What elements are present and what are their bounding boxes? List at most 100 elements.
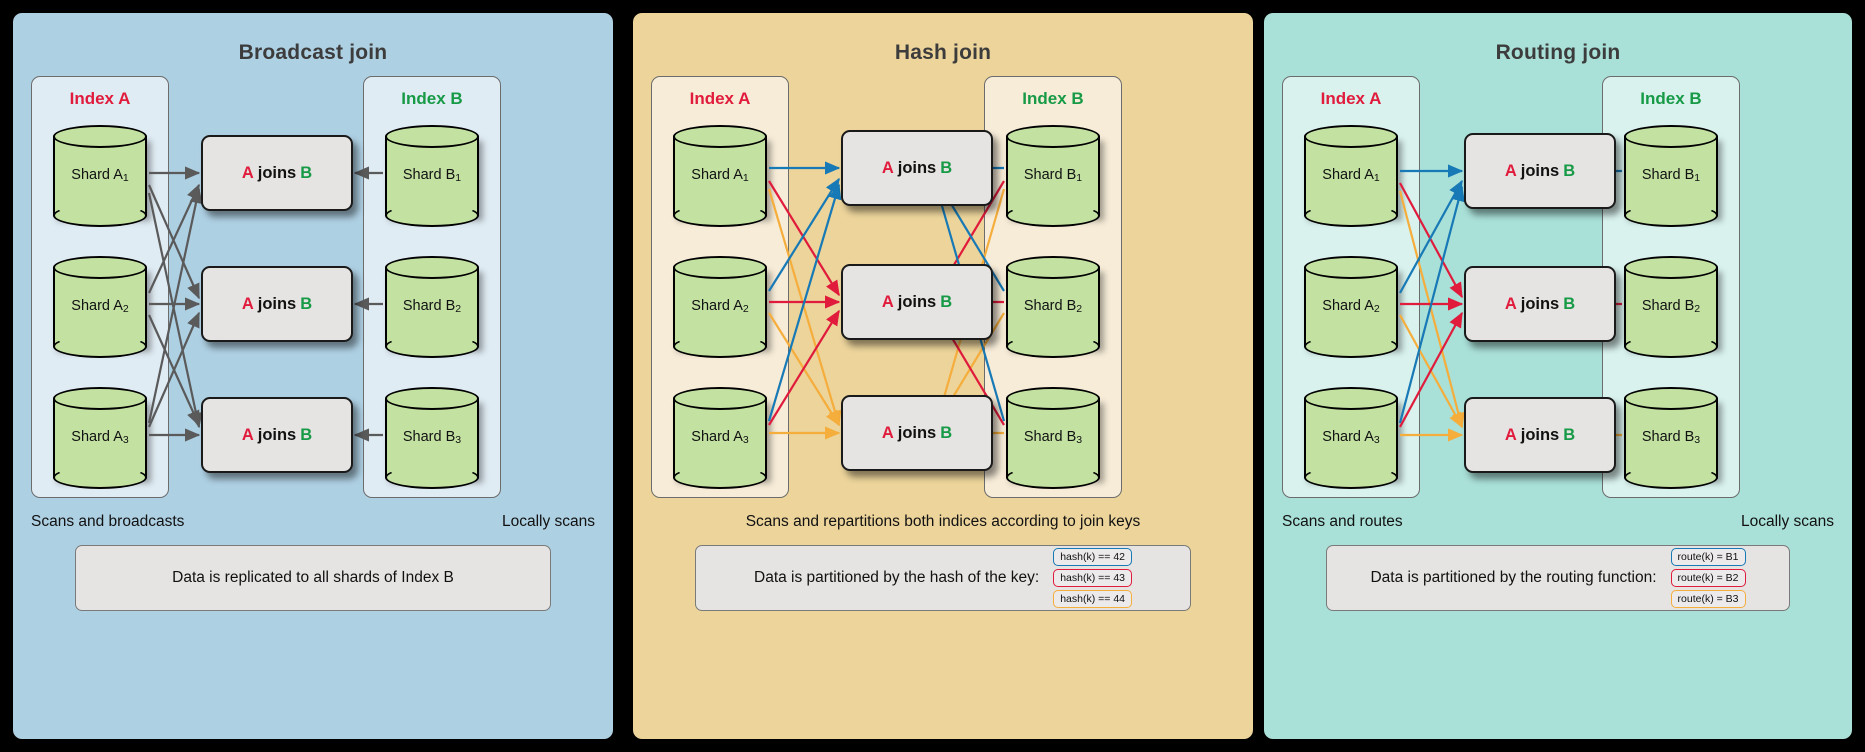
cylinder-body: [1304, 398, 1398, 478]
cylinder-body: [53, 398, 147, 478]
join-b: B: [1563, 161, 1576, 180]
shard-a3: Shard A3: [1304, 387, 1398, 489]
cylinder-bottom: [53, 335, 147, 358]
shard-a2: Shard A2: [53, 256, 147, 358]
join-a: A: [881, 423, 894, 442]
cylinder-top: [1624, 387, 1718, 410]
cylinder-body: [673, 398, 767, 478]
shard-label: Shard B3: [1641, 429, 1701, 446]
shard-label: Shard A3: [71, 429, 129, 446]
note-box: Data is partitioned by the hash of the k…: [695, 545, 1191, 611]
cylinder-bottom: [673, 204, 767, 227]
shard-label: Shard B3: [1023, 429, 1083, 446]
cylinder-top: [53, 125, 147, 148]
shard-a2: Shard A2: [673, 256, 767, 358]
shard-label: Shard B1: [402, 167, 462, 184]
cylinder-bottom: [53, 204, 147, 227]
join-b: B: [300, 425, 313, 444]
join-b: B: [300, 294, 313, 313]
join-mid: joins: [257, 163, 297, 182]
join-b: B: [940, 423, 953, 442]
shard-b2: Shard B2: [385, 256, 479, 358]
join-a: A: [1504, 161, 1517, 180]
shard-b1: Shard B1: [385, 125, 479, 227]
shard-a1: Shard A1: [673, 125, 767, 227]
panel-title: Broadcast join: [238, 41, 388, 64]
join-mid: joins: [897, 158, 937, 177]
shard-a2: Shard A2: [1304, 256, 1398, 358]
cylinder-body: [1624, 267, 1718, 347]
shard-label: Shard B1: [1023, 167, 1083, 184]
shard-label: Shard A1: [71, 167, 129, 184]
chip-hash-43: hash(k) == 43: [1053, 569, 1132, 587]
shard-b2: Shard B2: [1624, 256, 1718, 358]
cylinder-bottom: [385, 335, 479, 358]
cylinder-top: [1624, 125, 1718, 148]
caption-left: Scans and routes: [1282, 513, 1403, 530]
index-b-label: Index B: [1640, 89, 1702, 108]
join-a: A: [241, 294, 254, 313]
join-a: A: [241, 425, 254, 444]
cylinder-body: [673, 136, 767, 216]
caption-left: Scans and broadcasts: [31, 513, 185, 530]
join-b: B: [1563, 425, 1576, 444]
join-b: B: [940, 292, 953, 311]
shard-label: Shard B2: [1641, 298, 1701, 315]
cylinder-body: [1006, 136, 1100, 216]
caption-right: Locally scans: [1740, 513, 1834, 530]
cylinder-top: [53, 387, 147, 410]
shard-a1: Shard A1: [1304, 125, 1398, 227]
cylinder-body: [1006, 267, 1100, 347]
join-b: B: [300, 163, 313, 182]
panel-broadcast-join: Broadcast join Index A Index B Shard A1 …: [13, 13, 613, 739]
shard-a3: Shard A3: [673, 387, 767, 489]
cylinder-body: [385, 398, 479, 478]
join-a: A: [1504, 425, 1517, 444]
note-box: Data is partitioned by the routing funct…: [1326, 545, 1790, 611]
note-text: Data is replicated to all shards of Inde…: [172, 569, 454, 586]
cylinder-top: [385, 256, 479, 279]
shard-label: Shard A2: [71, 298, 129, 315]
cylinder-bottom: [1624, 204, 1718, 227]
shard-label: Shard B2: [402, 298, 462, 315]
cylinder-body: [673, 267, 767, 347]
cylinder-bottom: [1624, 466, 1718, 489]
cylinder-bottom: [1006, 466, 1100, 489]
cylinder-bottom: [1006, 204, 1100, 227]
index-a-label: Index A: [1320, 89, 1382, 108]
cylinder-body: [1304, 267, 1398, 347]
shard-b3: Shard B3: [1006, 387, 1100, 489]
cylinder-top: [1006, 256, 1100, 279]
join-mid: joins: [897, 423, 937, 442]
cylinder-top: [1304, 256, 1398, 279]
cylinder-top: [1006, 387, 1100, 410]
cylinder-body: [53, 136, 147, 216]
chip-route-b1: route(k) = B1: [1670, 548, 1746, 566]
caption-left: Scans and repartitions both indices acco…: [745, 513, 1141, 530]
cylinder-bottom: [53, 466, 147, 489]
shard-label: Shard A1: [1322, 167, 1380, 184]
index-a-label: Index A: [689, 89, 751, 108]
cylinder-top: [1006, 125, 1100, 148]
cylinder-body: [385, 267, 479, 347]
cylinder-top: [1304, 125, 1398, 148]
shard-label: Shard A2: [1322, 298, 1380, 315]
index-b-label: Index B: [1022, 89, 1084, 108]
chip-route-b2: route(k) = B2: [1670, 569, 1746, 587]
index-a-label: Index A: [69, 89, 131, 108]
chip-hash-44: hash(k) == 44: [1053, 590, 1132, 608]
join-mid: joins: [257, 294, 297, 313]
cylinder-body: [1304, 136, 1398, 216]
cylinder-bottom: [385, 204, 479, 227]
cylinder-top: [385, 387, 479, 410]
cylinder-top: [673, 125, 767, 148]
join-b: B: [940, 158, 953, 177]
cylinder-body: [53, 267, 147, 347]
join-mid: joins: [897, 292, 937, 311]
shard-label: Shard B2: [1023, 298, 1083, 315]
